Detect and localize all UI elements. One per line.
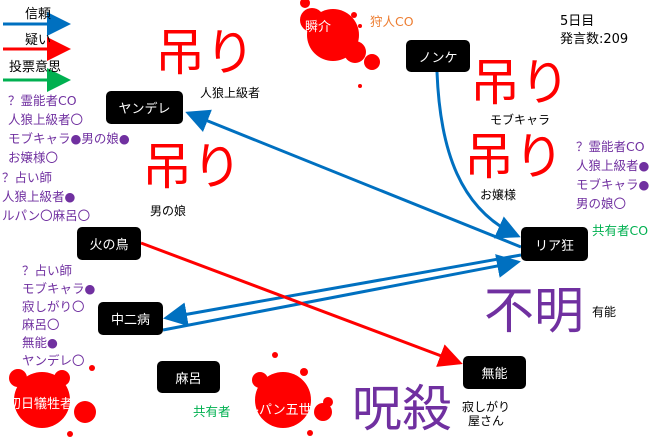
blood-splatter-victim — [9, 365, 96, 437]
dead-label-f-line2: 屋さん — [468, 414, 505, 428]
role-hunter-co: 狩人CO — [370, 14, 414, 29]
dead-label-f: 寂しがり屋さん — [462, 400, 510, 428]
node-lupin[interactable]: ルパン五世 — [246, 403, 312, 418]
stamp-hang-4: 吊り — [464, 128, 564, 186]
node-chunibyo[interactable]: 中二病 — [98, 302, 163, 335]
stamp-unknown: 不明 — [484, 282, 584, 340]
day-label: 5日目 — [560, 14, 595, 29]
post-count: 発言数:209 — [560, 32, 629, 47]
dead-label-c: モブキャラ — [490, 113, 551, 127]
notes-second-seer: ？占い師人狼上級者●ルパン〇麻呂〇 — [2, 170, 91, 223]
node-hinotori[interactable]: 火の鳥 — [77, 227, 141, 260]
legend-trust-label: 信頼 — [25, 7, 52, 22]
stamp-hang-3: 吊り — [470, 54, 570, 112]
node-maro[interactable]: 麻呂 — [157, 361, 220, 393]
trust-chunibyo-riakyo — [162, 254, 521, 332]
node-victim[interactable]: 初日犠牲者 — [8, 397, 74, 412]
stamp-hang-1: 吊り — [155, 24, 255, 82]
dead-label-d: お嬢様 — [480, 188, 517, 202]
trust-riakyo-chunibyo — [163, 253, 522, 327]
node-munou[interactable]: 無能 — [463, 356, 526, 389]
blood-splatter-lupin — [252, 352, 333, 436]
legend-vote-label: 投票意思 — [9, 60, 62, 75]
status: 5日目 発言数:209 — [560, 13, 628, 49]
legend-doubt-label: 疑い — [25, 33, 52, 48]
role-sharer: 共有者 — [193, 404, 231, 419]
node-riakyo[interactable]: リア狂 — [521, 227, 588, 261]
dead-label-b: 男の娘 — [150, 204, 187, 218]
node-yandere[interactable]: ヤンデレ — [106, 91, 183, 124]
dead-label-f-line1: 寂しがり — [462, 400, 511, 414]
trust-riakyo-yandere — [185, 109, 522, 249]
dead-label-e: 有能 — [592, 305, 617, 319]
stamp-curse: 呪殺 — [352, 380, 452, 438]
dead-label-a: 人狼上級者 — [200, 86, 261, 100]
trust-nonke-riakyo — [435, 71, 521, 239]
stamp-hang-2: 吊り — [142, 138, 242, 196]
node-nonke[interactable]: ノンケ — [406, 40, 470, 72]
role-sharer-co: 共有者CO — [592, 223, 649, 238]
blood-splatter-shunsuke — [300, 0, 380, 88]
node-shunsuke[interactable]: 瞬介 — [305, 20, 332, 35]
doubt-hinotori-munou — [140, 241, 463, 367]
notes-chunibyo: ？占い師モブキャラ●寂しがり〇麻呂〇無能●ヤンデレ〇 — [22, 263, 96, 368]
